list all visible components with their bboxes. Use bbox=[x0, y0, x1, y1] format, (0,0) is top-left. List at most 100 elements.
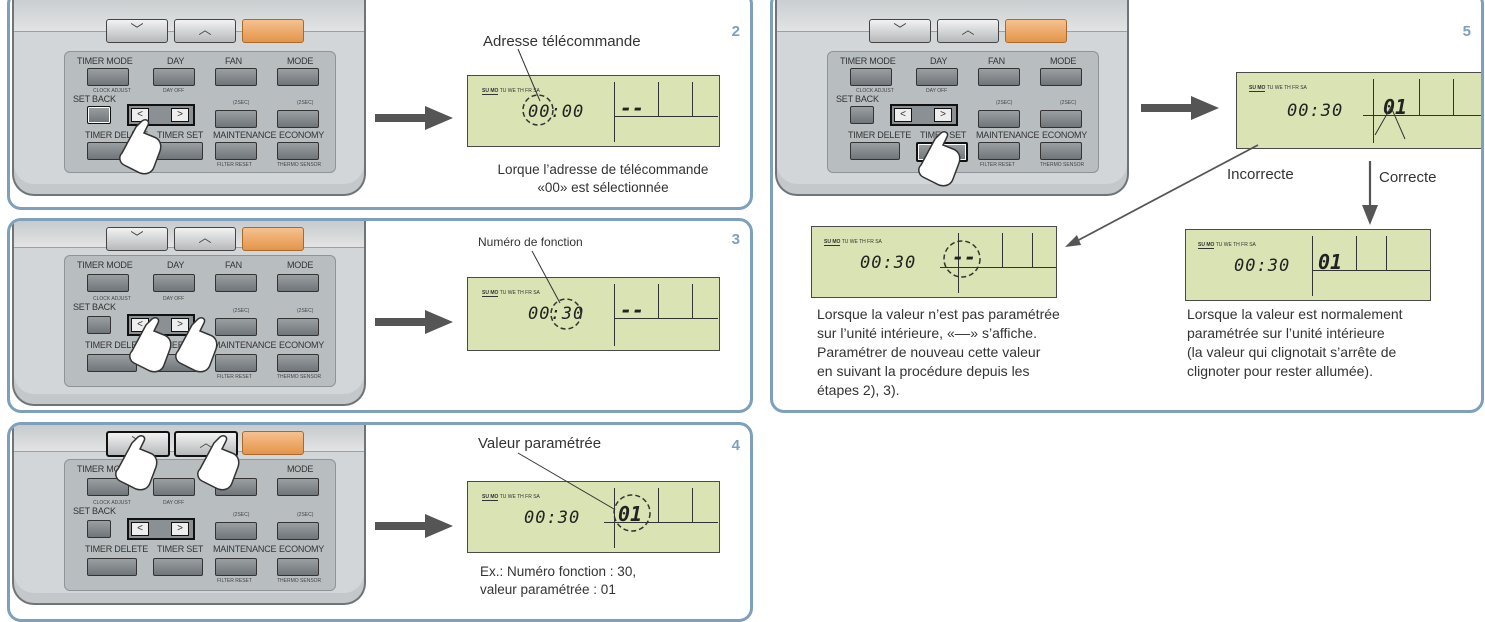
set-back-button[interactable] bbox=[850, 106, 874, 124]
step-2-panel: 2 ﹀ ︿ TIMER MODE DAY FAN MODE CLOCK ADJU… bbox=[7, 0, 753, 210]
set-back-button[interactable] bbox=[87, 520, 111, 538]
right-arrow-button[interactable]: > bbox=[171, 522, 189, 536]
right-arrow-button[interactable]: > bbox=[934, 108, 952, 122]
swing-button[interactable] bbox=[215, 110, 257, 128]
left-arrow-button[interactable]: < bbox=[131, 108, 149, 122]
mode-button[interactable] bbox=[277, 274, 319, 292]
down-button[interactable]: ﹀ bbox=[106, 227, 168, 251]
arrow-buttons: < > bbox=[890, 104, 958, 126]
mode-label: MODE bbox=[287, 260, 314, 270]
timer-delete-button[interactable] bbox=[87, 558, 137, 576]
fan-button[interactable] bbox=[978, 68, 1020, 86]
fan-button[interactable] bbox=[215, 68, 257, 86]
lcd-days: TU WE TH FR SA bbox=[1215, 242, 1256, 248]
swing-button[interactable] bbox=[215, 522, 257, 540]
filter-reset-label: FILTER RESET bbox=[980, 162, 1015, 168]
orange-button[interactable] bbox=[242, 431, 304, 455]
swing-button[interactable] bbox=[978, 110, 1020, 128]
right-arrow-button[interactable]: > bbox=[171, 318, 189, 332]
correct-label: Correcte bbox=[1379, 169, 1437, 186]
left-arrow-button[interactable]: < bbox=[131, 522, 149, 536]
day-button[interactable] bbox=[153, 274, 195, 292]
maintenance-button[interactable] bbox=[215, 142, 257, 160]
dashed-circle-icon bbox=[943, 240, 981, 278]
timer-mode-button[interactable] bbox=[850, 68, 892, 86]
lcd-time: 00:30 bbox=[860, 253, 917, 273]
up-button[interactable]: ︿ bbox=[174, 227, 236, 251]
timer-mode-label: TIMER MODE bbox=[77, 56, 133, 66]
right-arrow-icon bbox=[375, 106, 453, 130]
orange-button[interactable] bbox=[242, 19, 304, 43]
economy-button[interactable] bbox=[277, 558, 319, 576]
louver-button[interactable] bbox=[277, 522, 319, 540]
timer-mode-button[interactable] bbox=[87, 478, 129, 496]
up-button[interactable]: ︿ bbox=[174, 19, 236, 43]
blink-indicator-icon bbox=[1374, 105, 1406, 140]
down-button[interactable]: ﹀ bbox=[106, 19, 168, 43]
left-arrow-button[interactable]: < bbox=[894, 108, 912, 122]
lcd-days: TU WE TH FR SA bbox=[841, 239, 882, 245]
timer-set-button[interactable] bbox=[153, 558, 203, 576]
fan-button[interactable] bbox=[215, 274, 257, 292]
mode-button[interactable] bbox=[277, 68, 319, 86]
timer-delete-button[interactable] bbox=[850, 142, 900, 160]
timer-delete-label: TIMER DELETE bbox=[848, 130, 912, 140]
swing-button[interactable] bbox=[215, 318, 257, 336]
lcd-days-highlighted: SU MO bbox=[1198, 242, 1215, 249]
maintenance-button[interactable] bbox=[215, 354, 257, 372]
step-3-callout: Numéro de fonction bbox=[478, 235, 583, 249]
mode-button[interactable] bbox=[1040, 68, 1082, 86]
timer-mode-button[interactable] bbox=[87, 68, 129, 86]
fan-label: FAN bbox=[988, 56, 1005, 66]
mode-label: MODE bbox=[287, 464, 314, 474]
filter-reset-label: FILTER RESET bbox=[217, 162, 252, 168]
step-3-panel: 3 ﹀ ︿ TIMER MODE DAY FAN MODE CLOCK ADJU… bbox=[7, 218, 753, 413]
step-number: 3 bbox=[731, 231, 740, 248]
economy-label: ECONOMY bbox=[279, 340, 325, 350]
lcd-days-highlighted: SU MO bbox=[482, 290, 499, 297]
timer-set-label: TIMER SET bbox=[157, 544, 204, 554]
filter-reset-label: FILTER RESET bbox=[217, 578, 252, 584]
louver-label: (2SEC) bbox=[297, 100, 314, 106]
lcd-days-highlighted: SU MO bbox=[482, 88, 499, 95]
louver-button[interactable] bbox=[277, 318, 319, 336]
day-button[interactable] bbox=[153, 68, 195, 86]
timer-mode-button[interactable] bbox=[87, 274, 129, 292]
right-arrow-button[interactable]: > bbox=[171, 108, 189, 122]
step-number: 4 bbox=[731, 437, 740, 454]
louver-button[interactable] bbox=[1040, 110, 1082, 128]
step-4-lcd: SU MO TU WE TH FR SA 00:30 01 bbox=[467, 481, 720, 553]
timer-mode-label: TIMER MODE bbox=[77, 260, 133, 270]
day-button[interactable] bbox=[916, 68, 958, 86]
set-back-button[interactable] bbox=[87, 106, 111, 124]
orange-button[interactable] bbox=[242, 227, 304, 251]
orange-button[interactable] bbox=[1005, 19, 1067, 43]
maintenance-label: MAINTENANCE bbox=[213, 130, 277, 140]
timer-mode-label: TIMER MODE bbox=[77, 464, 133, 474]
economy-label: ECONOMY bbox=[1042, 130, 1088, 140]
mode-button[interactable] bbox=[277, 478, 319, 496]
louver-button[interactable] bbox=[277, 110, 319, 128]
pointing-hand-icon bbox=[918, 131, 961, 187]
economy-button[interactable] bbox=[277, 142, 319, 160]
maintenance-button[interactable] bbox=[215, 558, 257, 576]
down-button[interactable]: ﹀ bbox=[869, 19, 931, 43]
day-button[interactable] bbox=[153, 478, 195, 496]
swing-label: (2SEC) bbox=[233, 308, 250, 314]
lcd-value: -- bbox=[620, 96, 645, 120]
button-panel: TIMER MODE MODE CLOCK ADJUST DAY OFF SET… bbox=[64, 459, 336, 591]
lcd-days: TU WE TH FR SA bbox=[499, 494, 540, 500]
day-label: DAY bbox=[167, 56, 185, 66]
economy-button[interactable] bbox=[277, 354, 319, 372]
clock-adjust-label: CLOCK ADJUST bbox=[93, 500, 131, 506]
set-back-label: SET BACK bbox=[73, 506, 116, 516]
maintenance-button[interactable] bbox=[978, 142, 1020, 160]
set-back-button[interactable] bbox=[87, 316, 111, 334]
remote-control: ﹀ ︿ TIMER MODE DAY FAN MODE CLOCK ADJUST… bbox=[775, 0, 1129, 196]
up-button[interactable]: ︿ bbox=[937, 19, 999, 43]
pointing-hand-icon bbox=[129, 317, 218, 373]
fan-label: FAN bbox=[225, 56, 242, 66]
set-back-label: SET BACK bbox=[73, 302, 116, 312]
lcd-time: 00:30 bbox=[1234, 256, 1291, 276]
louver-label: (2SEC) bbox=[297, 308, 314, 314]
